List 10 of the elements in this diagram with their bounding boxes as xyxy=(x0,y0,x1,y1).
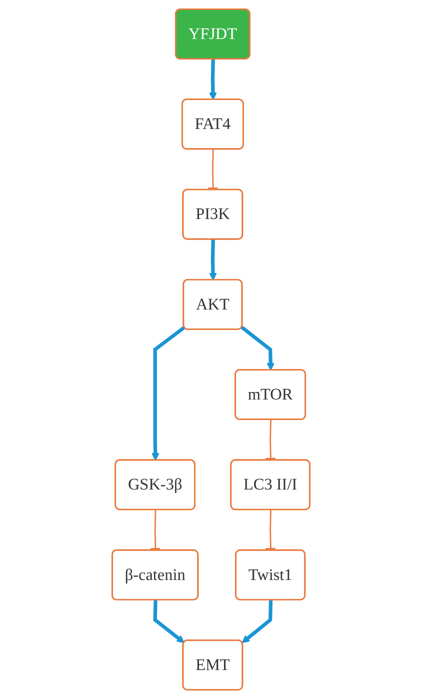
connector xyxy=(207,149,218,190)
connector xyxy=(264,510,276,551)
arrow xyxy=(242,600,273,644)
connector xyxy=(264,420,276,460)
arrow xyxy=(209,59,217,100)
arrow xyxy=(209,239,217,280)
connector xyxy=(150,510,161,551)
arrow xyxy=(240,326,275,371)
arrow xyxy=(153,600,184,644)
arrow xyxy=(151,326,186,461)
